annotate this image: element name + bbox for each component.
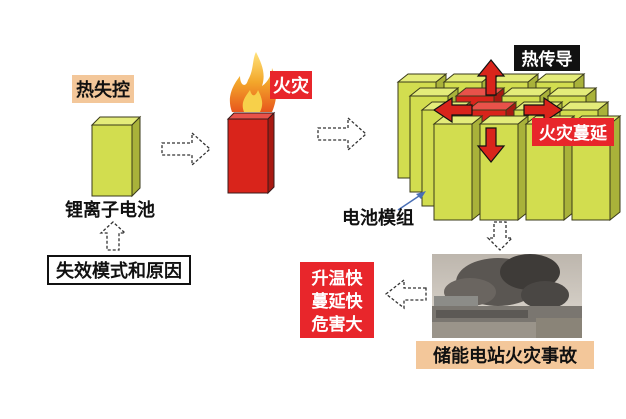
fire-label-bg	[270, 71, 312, 99]
battery-cell	[90, 115, 142, 198]
failure-modes-box	[47, 255, 191, 285]
failure-modes-label: 失效模式和原因	[56, 260, 182, 282]
battery-label: 锂离子电池	[65, 199, 155, 221]
dashed-arrow-down-icon	[486, 221, 514, 251]
module-pointer-line	[397, 193, 423, 211]
module-label: 电池模组	[342, 207, 414, 229]
outcome-line-3: 危害大	[311, 314, 363, 335]
accident-label: 储能电站火灾事故	[432, 345, 578, 367]
heat-conduction-label: 热传导	[522, 49, 573, 70]
thermal-runaway-label-bg	[72, 75, 134, 103]
heat-conduction-label-bg	[514, 45, 580, 71]
outcome-line-1: 升温快	[312, 268, 364, 289]
battery-module	[396, 72, 622, 222]
flame-icon	[229, 52, 277, 112]
fire-accident-photo	[432, 254, 582, 338]
dashed-arrow-left-icon	[384, 278, 427, 310]
fire-spread-label-bg	[532, 118, 614, 146]
fire-spread-label: 火灾蔓延	[539, 123, 608, 144]
dashed-arrow-right-icon	[317, 116, 367, 152]
red-arrow-icon	[432, 59, 564, 163]
outcome-box	[300, 262, 374, 338]
fire-label: 火灾	[273, 75, 309, 97]
accident-label-bg	[416, 341, 594, 369]
dashed-arrow-up-icon	[99, 221, 127, 251]
thermal-runaway-label: 热失控	[76, 79, 130, 101]
outcome-line-2: 蔓延快	[312, 291, 364, 312]
module-cell	[433, 123, 473, 221]
burning-cell	[226, 111, 276, 195]
module-pointer-icon	[416, 191, 426, 199]
dashed-arrow-right-icon	[161, 131, 211, 167]
